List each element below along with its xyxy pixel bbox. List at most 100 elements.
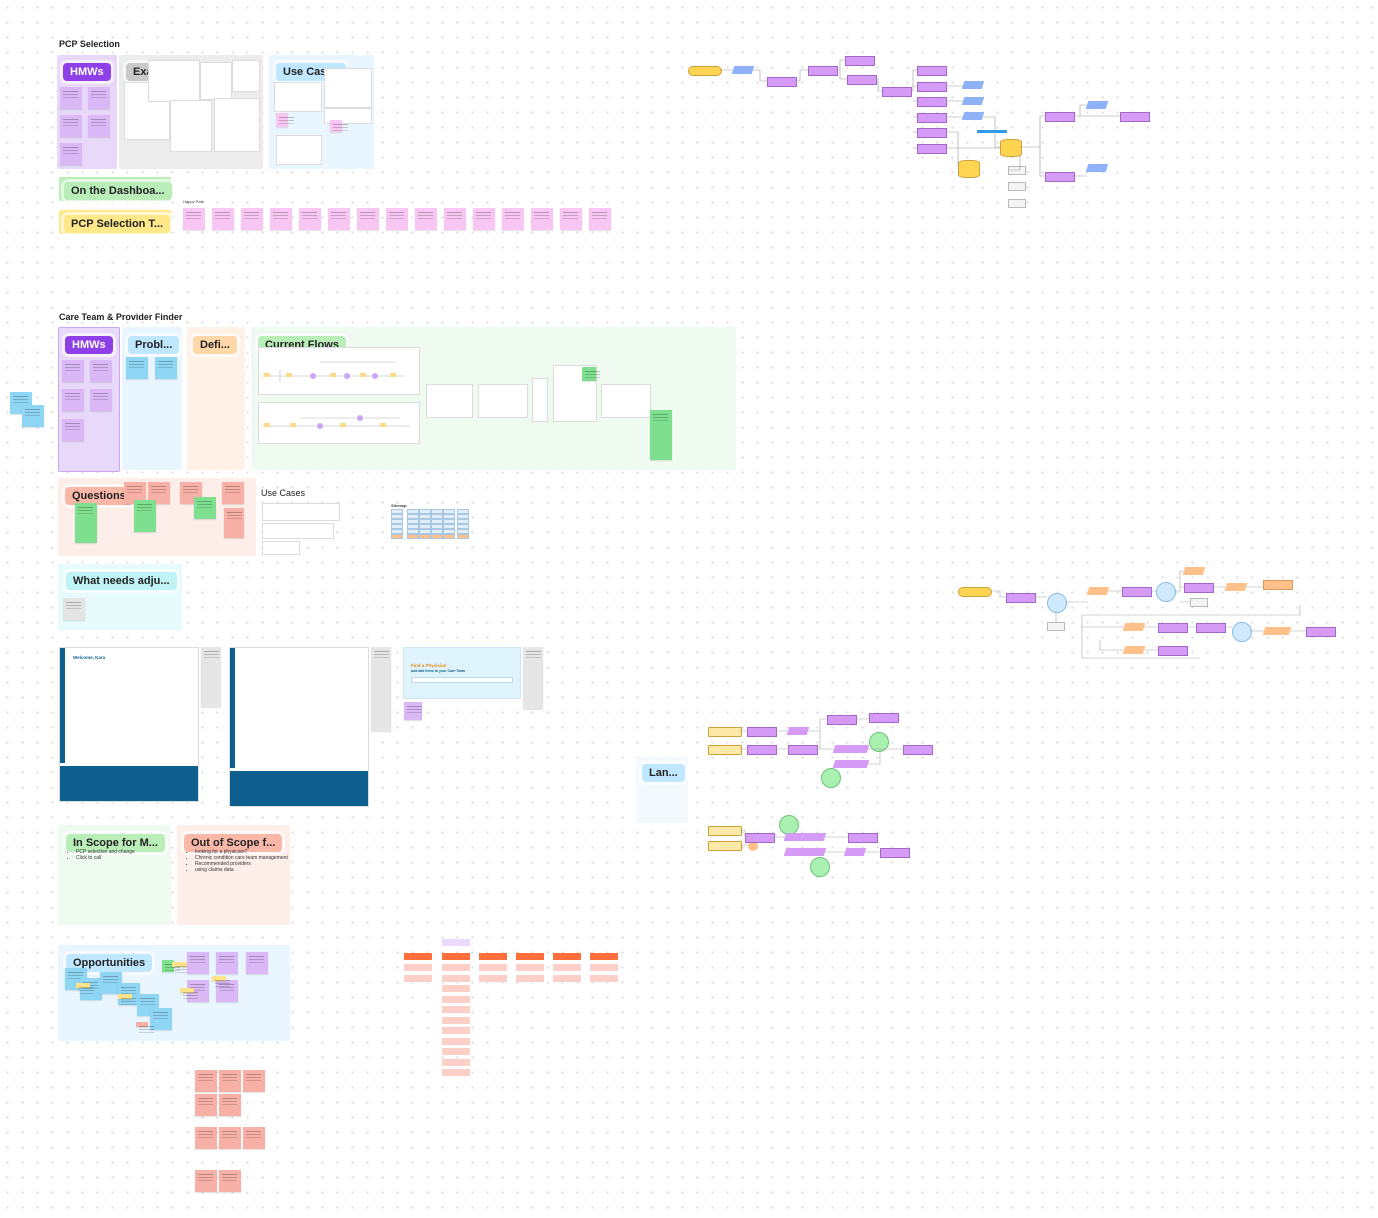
sticky-note[interactable] (212, 208, 234, 230)
sitemap-node[interactable] (443, 519, 455, 524)
sitemap-node[interactable] (407, 509, 419, 514)
flow-process[interactable] (1184, 583, 1214, 593)
sticky-note[interactable] (386, 208, 408, 230)
sticky-note[interactable] (299, 208, 321, 230)
tree-branch-node[interactable] (553, 953, 581, 960)
example-screenshot[interactable] (214, 98, 260, 152)
flow-terminal[interactable] (708, 727, 742, 737)
use-case-frame[interactable] (274, 82, 322, 112)
flow-input[interactable] (783, 848, 827, 856)
flow-process[interactable] (1158, 646, 1188, 656)
landing-chip[interactable]: Lan... (642, 764, 685, 782)
sticky-note[interactable] (328, 208, 350, 230)
flow-process[interactable] (917, 113, 947, 123)
example-screenshot[interactable] (200, 62, 232, 100)
sticky-note[interactable] (222, 482, 244, 504)
sticky-note[interactable] (126, 357, 148, 379)
tree-leaf-node[interactable] (479, 974, 507, 982)
sticky-note[interactable] (195, 1094, 217, 1116)
sitemap-node[interactable] (419, 529, 431, 534)
tree-leaf-node[interactable] (516, 964, 544, 971)
pcp-task-chip[interactable]: PCP Selection T... (64, 215, 171, 233)
flow-process[interactable] (917, 128, 947, 138)
sticky-note[interactable] (473, 208, 495, 230)
sitemap-node[interactable] (457, 529, 469, 534)
flow-screenshot[interactable] (478, 384, 528, 418)
flow-process[interactable] (747, 745, 777, 755)
sticky-note[interactable] (22, 405, 44, 427)
example-screenshot[interactable] (148, 60, 200, 102)
physician-search-input[interactable] (411, 677, 513, 683)
sticky-note[interactable] (523, 647, 543, 709)
flow-decision-circle[interactable] (1232, 622, 1252, 642)
sticky-note[interactable] (216, 980, 238, 1002)
sticky-note[interactable] (246, 952, 268, 974)
flow-decision-circle[interactable] (1047, 593, 1067, 613)
flow-database[interactable] (1000, 139, 1022, 157)
flow-process[interactable] (1306, 627, 1336, 637)
sitemap-node[interactable] (391, 519, 403, 524)
sticky-note[interactable] (241, 208, 263, 230)
use-case-frame[interactable] (276, 135, 322, 165)
opportunities-chip[interactable]: Opportunities (66, 954, 153, 972)
sticky-note[interactable] (444, 208, 466, 230)
flow-process[interactable] (767, 77, 797, 87)
tree-leaf-node[interactable] (442, 985, 470, 992)
care-hmws-chip[interactable]: HMWs (65, 336, 113, 354)
tree-leaf-node[interactable] (404, 964, 432, 971)
flow-box[interactable] (1008, 166, 1026, 175)
sticky-note[interactable] (60, 87, 82, 109)
sticky-note[interactable] (243, 1127, 265, 1149)
sticky-note[interactable] (76, 983, 94, 988)
sticky-note[interactable] (60, 143, 82, 165)
flow-screenshot[interactable] (426, 384, 473, 418)
flow-process[interactable] (917, 82, 947, 92)
sticky-note[interactable] (531, 208, 553, 230)
flow-input[interactable] (1224, 583, 1248, 591)
sitemap-node[interactable] (443, 529, 455, 534)
sticky-note[interactable] (201, 647, 221, 707)
tree-leaf-node[interactable] (553, 974, 581, 982)
flow-box[interactable] (1190, 598, 1208, 607)
use-case-frame[interactable] (262, 523, 334, 539)
sticky-note[interactable] (150, 1008, 172, 1030)
flow-process[interactable] (917, 144, 947, 154)
flow-screenshot[interactable] (532, 378, 548, 422)
flow-process[interactable] (903, 745, 933, 755)
in-scope-chip[interactable]: In Scope for M... (66, 834, 165, 852)
out-scope-chip[interactable]: Out of Scope f... (184, 834, 283, 852)
sticky-note[interactable] (62, 360, 84, 382)
tree-leaf-node[interactable] (442, 995, 470, 1003)
sticky-note[interactable] (100, 972, 122, 994)
flow-start-terminal[interactable] (958, 587, 992, 597)
sticky-note[interactable] (63, 598, 85, 620)
use-case-frame[interactable] (324, 68, 372, 108)
sitemap-node[interactable] (419, 524, 431, 529)
pcp-hmws-chip[interactable]: HMWs (63, 63, 111, 81)
flow-input[interactable] (1085, 164, 1109, 172)
dashboard-mockup[interactable]: Welcome, Kara (59, 647, 199, 802)
flow-box[interactable] (1047, 622, 1065, 631)
sitemap-node[interactable] (419, 534, 431, 539)
flow-input[interactable] (961, 112, 985, 120)
tree-leaf-node[interactable] (442, 1037, 470, 1045)
sticky-note[interactable] (195, 1127, 217, 1149)
sticky-note[interactable] (219, 1094, 241, 1116)
tree-leaf-node[interactable] (590, 974, 618, 982)
example-screenshot[interactable] (232, 60, 260, 92)
flow-terminal[interactable] (708, 745, 742, 755)
current-flow-diagram[interactable] (258, 347, 420, 395)
tree-root-node[interactable] (442, 939, 470, 946)
sitemap-node[interactable] (419, 514, 431, 519)
sitemap-node[interactable] (457, 514, 469, 519)
flow-input[interactable] (1122, 623, 1146, 631)
sitemap-node[interactable] (391, 524, 403, 529)
tree-branch-node[interactable] (590, 953, 618, 960)
flow-process[interactable] (1045, 172, 1075, 182)
sticky-note[interactable] (80, 978, 102, 1000)
tree-leaf-node[interactable] (442, 974, 470, 982)
sticky-note[interactable] (219, 1170, 241, 1192)
sticky-note[interactable] (187, 952, 209, 974)
flow-input[interactable] (1262, 627, 1292, 635)
flow-input[interactable] (1086, 587, 1110, 595)
